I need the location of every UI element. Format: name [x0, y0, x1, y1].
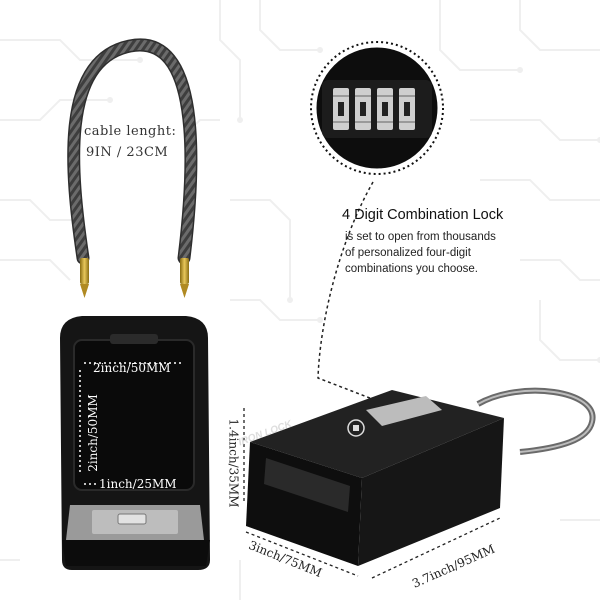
cable-length-value: 9IN / 23CM	[86, 145, 169, 160]
brass-tip-left	[80, 258, 89, 284]
feature-title: 4 Digit Combination Lock	[342, 207, 504, 223]
brass-tip-right	[180, 258, 189, 284]
cable-length-label: cable lenght:	[84, 124, 177, 139]
feature-description-line-1: is set to open from thousands	[345, 231, 496, 243]
interior-depth-label: 1inch/25MM	[99, 477, 177, 491]
interior-width-label: 2inch/50MM	[93, 361, 171, 375]
dial-wheels	[333, 88, 415, 130]
feature-description-line-3: combinations you choose.	[345, 263, 478, 275]
exterior-height-label: 1.4inch/35MM	[226, 418, 241, 508]
iron-lock-logo-icon	[347, 419, 365, 437]
feature-description-line-2: of personalized four-digit	[345, 247, 471, 259]
